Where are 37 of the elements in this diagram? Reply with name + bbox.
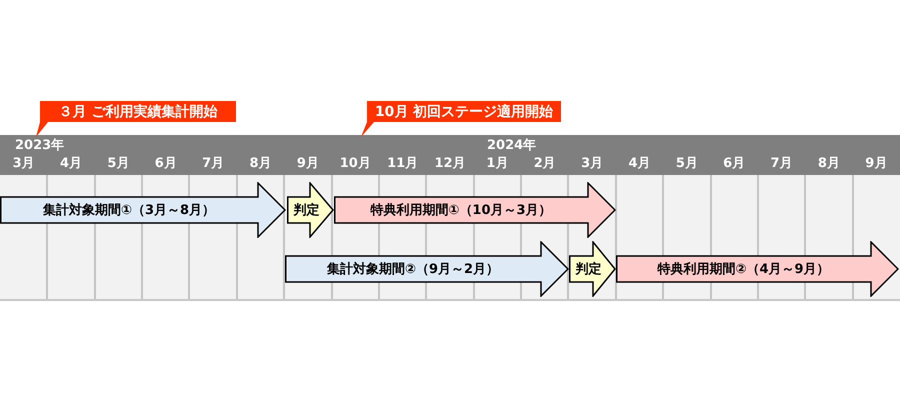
month-label: 1月 [486,156,508,172]
gantt-bar [569,241,616,297]
year-label: 2023年 [15,138,64,154]
bar-label: 特典利用期間②（4月～9月） [657,262,830,276]
month-label: 2月 [534,156,556,172]
year-label: 2024年 [487,138,536,154]
month-label: 11月 [387,156,418,172]
month-label: 6月 [723,156,746,172]
month-label: 5月 [676,156,698,172]
month-label: 7月 [770,156,793,172]
month-label: 7月 [202,156,224,172]
gantt-bar [334,182,616,238]
bar-label: 判定 [576,262,602,276]
callout-box [360,101,561,138]
gantt-bar [285,241,569,297]
month-label: 3月 [12,156,35,172]
month-label: 12月 [434,156,466,172]
month-label: 6月 [154,156,177,172]
gantt-bar [287,182,334,238]
callout-box [34,101,236,138]
month-label: 8月 [249,156,272,172]
gantt-bar [616,241,899,297]
bar-label: 集計対象期間②（9月～2月） [326,262,500,276]
month-label: 9月 [865,156,888,172]
bar-label: 特典利用期間①（10月～3月） [370,204,552,216]
month-label: 3月 [581,156,604,172]
month-label: 4月 [60,156,82,172]
month-label: 4月 [628,156,650,172]
bar-label: 集計対象期間①（3月～8月） [42,204,216,216]
month-label: 5月 [107,156,130,172]
bar-label: 判定 [294,204,320,216]
callout-text: 10月 初回ステージ適用開始 [374,104,554,118]
gantt-bar [0,182,286,238]
month-label: 8月 [818,156,840,172]
month-label: 9月 [296,156,319,172]
callout-text: ３月 ご利用実績集計開始 [58,104,218,118]
month-label: 10月 [340,156,371,172]
